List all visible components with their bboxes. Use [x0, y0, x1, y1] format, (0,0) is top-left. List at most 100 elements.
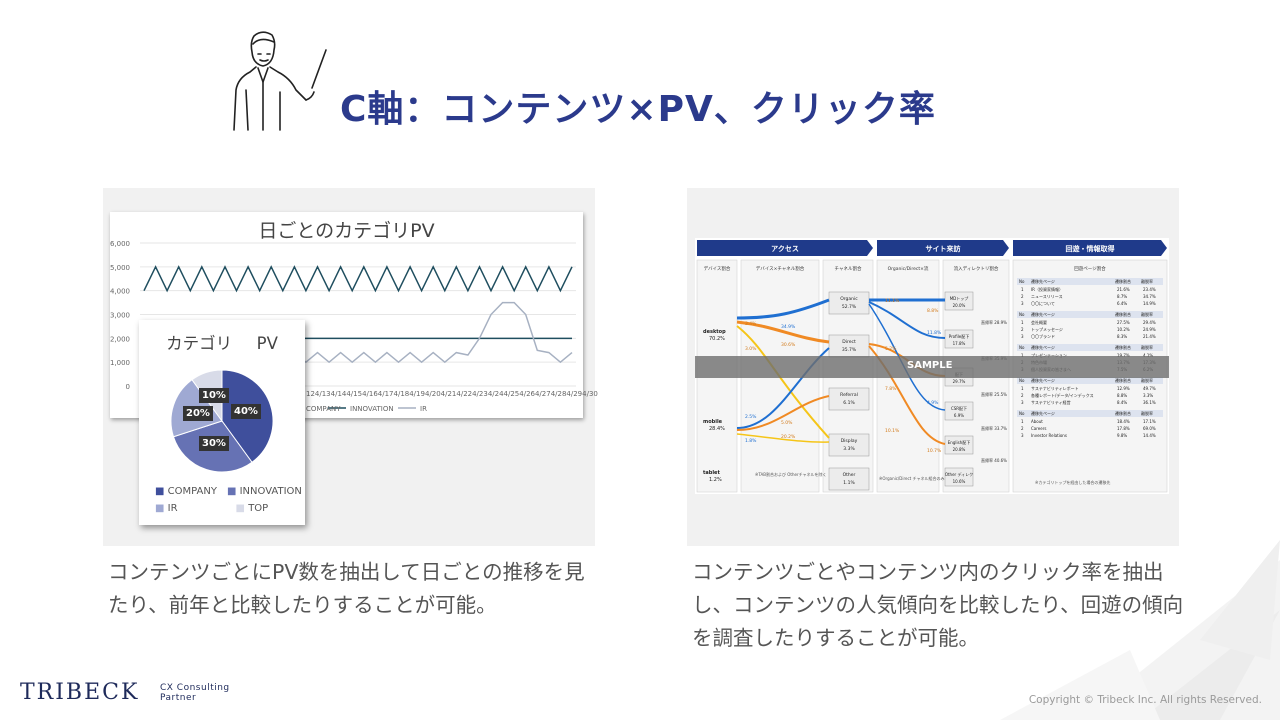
exit-rate-label: 直帰率 25.5% — [981, 391, 1007, 397]
pie-label-company: 40% — [231, 404, 261, 419]
section-header-label: アクセス — [771, 244, 799, 253]
pie-title-part1: カテゴリ — [166, 334, 233, 353]
table-cell-ratio: 10.2% — [1117, 327, 1130, 332]
flow-value: 7.8% — [885, 386, 897, 392]
x-tick-labels: 124/134/144/154/164/174/184/194/204/214/… — [306, 390, 598, 398]
directory-value: 20.0% — [953, 303, 966, 308]
directory-box — [944, 467, 974, 487]
legend-top: ■ TOP — [235, 503, 269, 514]
table-header-ratio: 遷移割合 — [1115, 278, 1131, 284]
device-value: 28.4% — [709, 426, 725, 432]
flow-value: 10.7% — [927, 448, 942, 454]
table-cell-no: 1 — [1021, 353, 1024, 358]
background-decoration — [1000, 540, 1280, 720]
table-header-no: No — [1019, 411, 1025, 416]
table-cell-exit: 23.4% — [1143, 287, 1156, 292]
left-description: コンテンツごとにPV数を抽出して日ごとの推移を見たり、前年と比較したりすることが… — [108, 560, 585, 617]
table-cell-exit: 17.1% — [1143, 419, 1156, 424]
channel-name: Display — [841, 438, 858, 444]
y-tick-label: 1,000 — [110, 359, 130, 367]
directory-name: Other ディレク — [945, 471, 973, 477]
flow-arrow — [736, 433, 830, 443]
table-cell-page: IR（投資家情報） — [1031, 286, 1063, 292]
table-header-row — [1017, 278, 1163, 285]
table-cell-no: 2 — [1021, 393, 1024, 398]
table-cell-exit: 14.4% — [1143, 433, 1156, 438]
table-cell-page: トップメッセージ — [1031, 326, 1063, 332]
flow-value: 11.1% — [885, 298, 900, 304]
channel-box — [828, 291, 870, 315]
table-cell-exit: 29.4% — [1143, 320, 1156, 325]
table-header-exit: 離脱率 — [1141, 344, 1153, 350]
flow-value: 5.0% — [781, 420, 793, 426]
table-cell-page: 会社概要 — [1031, 319, 1047, 325]
channel-name: Organic — [840, 296, 858, 302]
right-description: コンテンツごとやコンテンツ内のクリック率を抽出し、コンテンツの人気傾向を比較した… — [692, 560, 1184, 650]
section-header-2 — [877, 240, 1009, 256]
channel-value: 6.1% — [843, 400, 855, 406]
table-header-exit: 離脱率 — [1141, 311, 1153, 317]
channel-value: 52.7% — [842, 304, 857, 310]
pie-title-part2: PV — [256, 334, 278, 353]
pie-label-innovation: 30% — [199, 436, 229, 451]
table-header-page: 遷移先ページ — [1031, 377, 1055, 383]
section-header-label: 回遊・情報取得 — [1066, 244, 1115, 253]
flow-value: 34.9% — [781, 324, 796, 330]
footnote: ※Organic/Direct チャネル組合のみ — [879, 475, 944, 481]
table-cell-page: ニュースリリース — [1031, 294, 1063, 299]
column-subheader: Organic/Direct×流 — [888, 265, 929, 272]
table-cell-no: 1 — [1021, 320, 1024, 325]
table-cell-no: 1 — [1021, 419, 1024, 424]
column-subheader: デバイス割合 — [704, 265, 731, 272]
flow-value: 3.4% — [745, 321, 757, 327]
slide-title: C軸：コンテンツ×PV、クリック率 — [340, 89, 936, 130]
section-header-1 — [697, 240, 873, 256]
exit-rate-label: 直帰率 28.9% — [981, 319, 1007, 325]
directory-value: 29.7% — [953, 379, 966, 384]
table-cell-ratio: 8.7% — [1117, 294, 1127, 299]
channel-box — [828, 467, 870, 491]
footnote: ※カテゴリトップを経由した場合の遷移先 — [1035, 479, 1110, 485]
table-cell-exit: 21.4% — [1143, 334, 1156, 339]
legend-company-label: COMPANY — [306, 405, 341, 413]
flow-value: 10.1% — [885, 428, 900, 434]
y-tick-label: 2,000 — [110, 335, 130, 343]
column-subheader: チャネル割合 — [835, 265, 862, 272]
directory-box — [944, 401, 974, 421]
y-tick-label: 6,000 — [110, 240, 130, 248]
channel-value: 1.1% — [843, 480, 855, 486]
legend-innovation-label: INNOVATION — [350, 405, 394, 413]
tribeck-logo: TRIBECK — [20, 680, 140, 705]
table-cell-ratio: 19.7% — [1117, 353, 1130, 358]
table-header-row — [1017, 311, 1163, 318]
column-subheader: 流入ディレクトリ割合 — [954, 265, 999, 272]
table-cell-page: 〇〇ブランド — [1031, 333, 1055, 339]
flow-arrow — [736, 395, 830, 431]
table-header-page: 遷移先ページ — [1031, 311, 1055, 317]
channel-box — [828, 387, 870, 411]
flow-value: 1.8% — [745, 438, 757, 444]
directory-value: 17.8% — [953, 341, 966, 346]
footnote: ※TAB割合および Otherチャネルを除く — [755, 471, 827, 477]
flow-value: 20.2% — [781, 434, 796, 440]
legend-ir: ■ IR — [155, 503, 178, 514]
pie-label-ir: 20% — [183, 406, 213, 421]
table-header-exit: 離脱率 — [1141, 410, 1153, 416]
table-header-exit: 離脱率 — [1141, 278, 1153, 284]
table-cell-exit: 4.1% — [1143, 353, 1153, 358]
table-header-row — [1017, 344, 1163, 351]
flow-value: 5.2% — [885, 346, 897, 352]
y-tick-label: 3,000 — [110, 312, 130, 320]
table-cell-no: 3 — [1021, 301, 1024, 306]
table-cell-page: 各種レポート/データ/インデックス — [1031, 392, 1094, 398]
device-name: tablet — [703, 470, 720, 476]
channel-box — [828, 334, 870, 358]
directory-value: 10.6% — [953, 479, 966, 484]
table-cell-ratio: 8.4% — [1117, 400, 1127, 405]
directory-name: CSR配下 — [951, 406, 967, 411]
table-header-page: 遷移先ページ — [1031, 278, 1055, 284]
exit-rate-label: 直帰率 33.7% — [981, 425, 1007, 431]
y-tick-label: 4,000 — [110, 288, 130, 296]
table-header-ratio: 遷移割合 — [1115, 344, 1131, 350]
device-value: 70.2% — [709, 336, 725, 342]
